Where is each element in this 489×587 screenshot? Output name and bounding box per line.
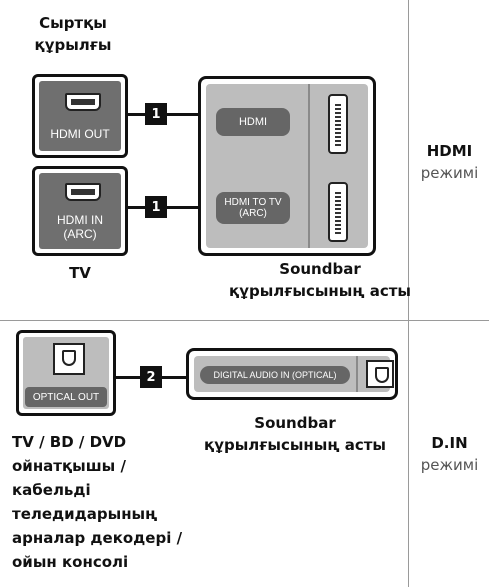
hdmi-connector-icon [65,183,101,201]
hdmi-out-label: HDMI OUT [50,127,110,141]
cable-number-badge: 1 [145,103,167,125]
optical-out-port: OPTICAL OUT [16,330,116,416]
panel-divider [308,84,310,248]
source-title: Сыртқы құрылғы [34,14,112,54]
tv-label: TV [69,264,91,282]
soundbar-caption: Soundbar құрылғысының асты [204,414,386,454]
optical-connector-icon [53,343,85,375]
hdmi-input-icon [328,94,348,154]
hdmi-to-tv-label: HDMI TO TV (ARC) [216,192,290,224]
column-divider [408,0,409,587]
cable-number-badge: 2 [140,366,162,388]
row-divider [0,320,489,321]
hdmi-port-label: HDMI [216,108,290,136]
soundbar-caption: Soundbar құрылғысының асты [229,260,411,300]
digital-audio-in-label: DIGITAL AUDIO IN (OPTICAL) [200,366,350,384]
soundbar-hdmi-panel: HDMI HDMI TO TV (ARC) [198,76,376,256]
hdmi-to-tv-icon [328,182,348,242]
optical-out-label: OPTICAL OUT [25,387,107,407]
optical-input-icon [366,360,394,388]
cable-number-badge: 1 [145,196,167,218]
panel-divider [356,356,358,392]
hdmi-in-label: HDMI IN (ARC) [57,213,103,241]
hdmi-connector-icon [65,93,101,111]
hdmi-out-port: HDMI OUT [32,74,128,158]
soundbar-optical-panel: DIGITAL AUDIO IN (OPTICAL) [186,348,398,400]
din-mode: D.IN режимі [420,434,479,474]
hdmi-in-arc-port: HDMI IN (ARC) [32,166,128,256]
hdmi-mode: HDMI режимі [420,142,479,182]
source-devices: TV / BD / DVD ойнатқышы / кабельді телед… [12,433,183,571]
